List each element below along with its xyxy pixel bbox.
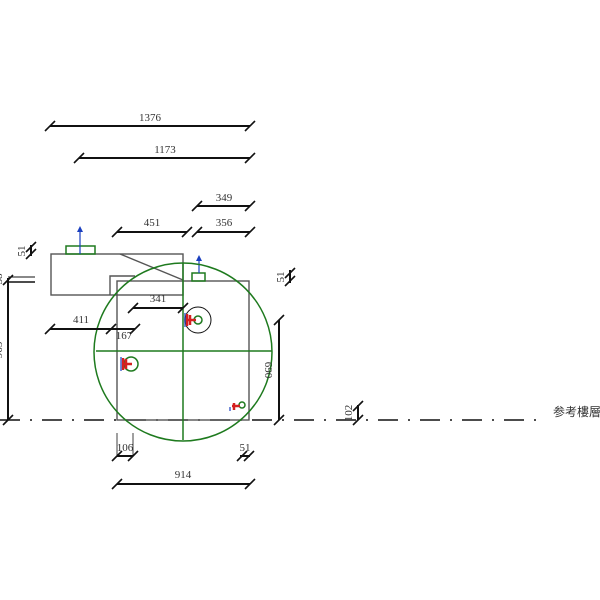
reference-level-label: 参考樓層: [553, 404, 600, 419]
dim-106: [111, 433, 139, 462]
fixture-1: [184, 306, 212, 334]
dim-label: 914: [175, 469, 192, 481]
dim-349: [191, 200, 256, 212]
dim-left-height: [2, 274, 35, 426]
fixture-2: [120, 356, 139, 372]
dim-690: [273, 314, 285, 426]
dim-label: 356: [216, 217, 233, 229]
dim-label: 411: [73, 314, 89, 326]
dim-341: [127, 302, 189, 314]
dim-51-right: [284, 267, 296, 287]
dim-label: 38: [0, 273, 5, 285]
dim-51-left: [25, 241, 37, 260]
dim-label: 349: [216, 192, 233, 204]
clearance-circle: [93, 262, 273, 442]
dim-label: 965: [0, 341, 5, 358]
fixture-top: [191, 272, 206, 282]
dim-51-bottom: [236, 450, 255, 462]
dim-411: [44, 323, 141, 335]
dim-914: [111, 478, 256, 490]
dim-label: 51: [16, 246, 28, 257]
dim-label: 106: [117, 442, 134, 454]
dim-label: 690: [262, 362, 274, 379]
dim-label: 341: [150, 293, 167, 305]
dim-1173: [73, 152, 256, 164]
dim-label: 51: [240, 442, 251, 454]
dim-451: [111, 226, 193, 238]
dim-label: 51: [275, 272, 287, 283]
dim-label: 451: [144, 217, 161, 229]
dim-356: [191, 226, 256, 238]
dim-102: [352, 400, 364, 426]
dim-label: 167: [116, 330, 133, 342]
fixture-3: [229, 401, 246, 411]
dim-1376: [44, 120, 256, 132]
dim-label: 1376: [139, 112, 162, 124]
dim-label: 1173: [154, 144, 176, 156]
dim-label: 102: [343, 405, 355, 422]
